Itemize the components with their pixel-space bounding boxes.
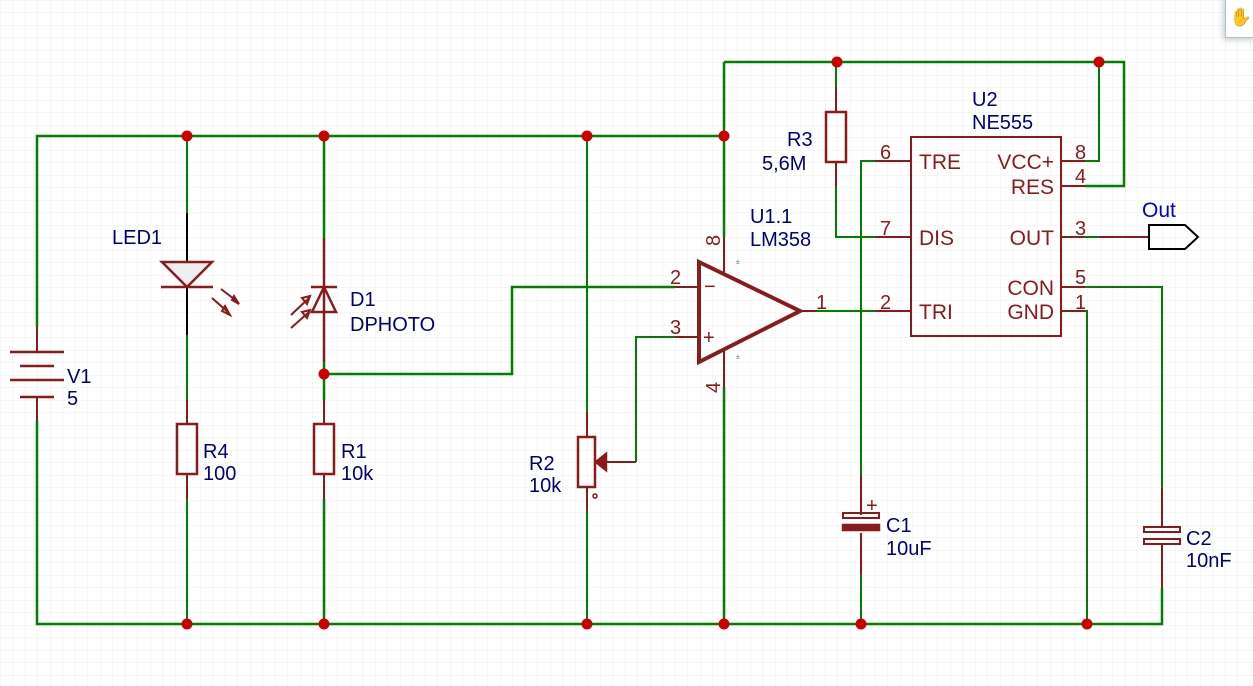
junction xyxy=(1081,618,1093,630)
u2-pinnum-6: 6 xyxy=(880,142,891,164)
u2-pinnum-2: 2 xyxy=(880,292,891,314)
junction xyxy=(831,56,843,68)
u2-pin-tri: TRI xyxy=(919,301,953,324)
pan-tool-button[interactable]: ✋ xyxy=(1225,0,1253,38)
hand-icon: ✋ xyxy=(1229,6,1253,28)
capacitor-c1[interactable]: + C1 10uF xyxy=(841,476,932,575)
opamp-plus-symbol: + xyxy=(703,327,715,349)
wire-wiper-to-noninv[interactable] xyxy=(635,336,675,462)
led1-ref: LED1 xyxy=(112,227,162,249)
wire-gnd-rail[interactable] xyxy=(35,420,1164,626)
c2-ref: C2 xyxy=(1186,528,1212,550)
junction xyxy=(181,618,193,630)
d1-value: DPHOTO xyxy=(350,314,435,336)
junction xyxy=(581,618,593,630)
u1-ref: U1.1 xyxy=(750,206,792,228)
wire-tre-to-c1[interactable] xyxy=(860,160,875,476)
junction xyxy=(318,368,330,380)
u2-pinnum-1: 1 xyxy=(1075,292,1086,314)
u2-pin-res: RES xyxy=(1011,176,1054,199)
wire-top-rail[interactable] xyxy=(724,60,1126,188)
r1-value: 10k xyxy=(341,463,374,485)
u2-pin-tre: TRE xyxy=(919,151,961,174)
capacitor-c2[interactable]: C2 10nF xyxy=(1143,488,1232,588)
resistor-r4[interactable]: R4 100 xyxy=(175,400,236,499)
opamp-pin-2: 2 xyxy=(670,267,681,289)
v1-ref: V1 xyxy=(67,366,91,388)
resistor-r1[interactable]: R1 10k xyxy=(312,400,374,499)
junction xyxy=(318,618,330,630)
wires xyxy=(35,60,1164,626)
junction xyxy=(718,130,730,142)
opamp-pin-4: 4 xyxy=(703,382,725,393)
c1-ref: C1 xyxy=(886,515,912,537)
r2-ref: R2 xyxy=(529,453,555,475)
c1-value: 10uF xyxy=(886,538,932,560)
wire-vcc-rail[interactable] xyxy=(35,134,724,327)
potentiometer-r2[interactable]: R2 10k xyxy=(529,412,636,511)
u2-pinnum-7: 7 xyxy=(880,218,891,240)
u2-pinnum-4: 4 xyxy=(1075,166,1086,188)
u2-pin-con: CON xyxy=(1007,277,1054,300)
net-label-out[interactable]: Out xyxy=(1099,199,1200,250)
out-label: Out xyxy=(1142,199,1176,222)
led-led1[interactable]: LED1 xyxy=(112,213,240,335)
r3-ref: R3 xyxy=(787,129,813,151)
u2-ref: U2 xyxy=(972,89,998,111)
junction xyxy=(181,130,193,142)
u2-pinnum-8: 8 xyxy=(1075,142,1086,164)
u2-pinnum-5: 5 xyxy=(1075,267,1086,289)
opamp-pin-8: 8 xyxy=(703,235,725,246)
c2-value: 10nF xyxy=(1186,550,1232,572)
opamp-power-mark: ± xyxy=(736,259,740,266)
junction xyxy=(1093,56,1105,68)
u1-value: LM358 xyxy=(750,229,811,251)
opamp-minus-symbol: − xyxy=(704,276,716,298)
r3-value: 5,6M xyxy=(762,153,806,175)
u2-pin-dis: DIS xyxy=(919,227,954,250)
timer-u2[interactable]: TRE DIS TRI VCC+ RES OUT CON GND 6 7 2 8… xyxy=(875,89,1086,337)
wire-555-gnd[interactable] xyxy=(1085,310,1088,624)
junction xyxy=(855,618,867,630)
wire-vcc-pin8[interactable] xyxy=(1085,62,1100,162)
u2-pin-gnd: GND xyxy=(1007,301,1054,324)
opamp-power-mark: ± xyxy=(736,354,740,361)
u2-pin-out: OUT xyxy=(1010,227,1055,250)
c1-polarity: + xyxy=(866,495,878,517)
r4-ref: R4 xyxy=(203,441,229,463)
junction xyxy=(318,130,330,142)
opamp-u1[interactable]: − + 2 3 1 8 4 ± ± U1.1 LM358 xyxy=(670,206,827,393)
wire-sense-to-inv[interactable] xyxy=(324,285,675,376)
resistor-r3[interactable]: R3 5,6M xyxy=(762,87,848,186)
v1-value: 5 xyxy=(67,388,78,410)
opamp-pin-3: 3 xyxy=(670,317,681,339)
u2-pinnum-3: 3 xyxy=(1075,218,1086,240)
d1-ref: D1 xyxy=(350,289,376,311)
photodiode-d1[interactable]: D1 DPHOTO xyxy=(290,238,435,362)
r2-value: 10k xyxy=(529,475,562,497)
wire-con-to-c2[interactable] xyxy=(1085,286,1163,488)
r1-ref: R1 xyxy=(341,441,367,463)
opamp-pin-1: 1 xyxy=(816,292,827,314)
r4-value: 100 xyxy=(203,463,236,485)
u2-pin-vcc: VCC+ xyxy=(997,151,1054,174)
junction xyxy=(581,130,593,142)
u2-value: NE555 xyxy=(972,112,1033,134)
junction xyxy=(718,618,730,630)
battery-v1[interactable]: V1 5 xyxy=(10,327,91,420)
junctions xyxy=(181,56,1105,630)
